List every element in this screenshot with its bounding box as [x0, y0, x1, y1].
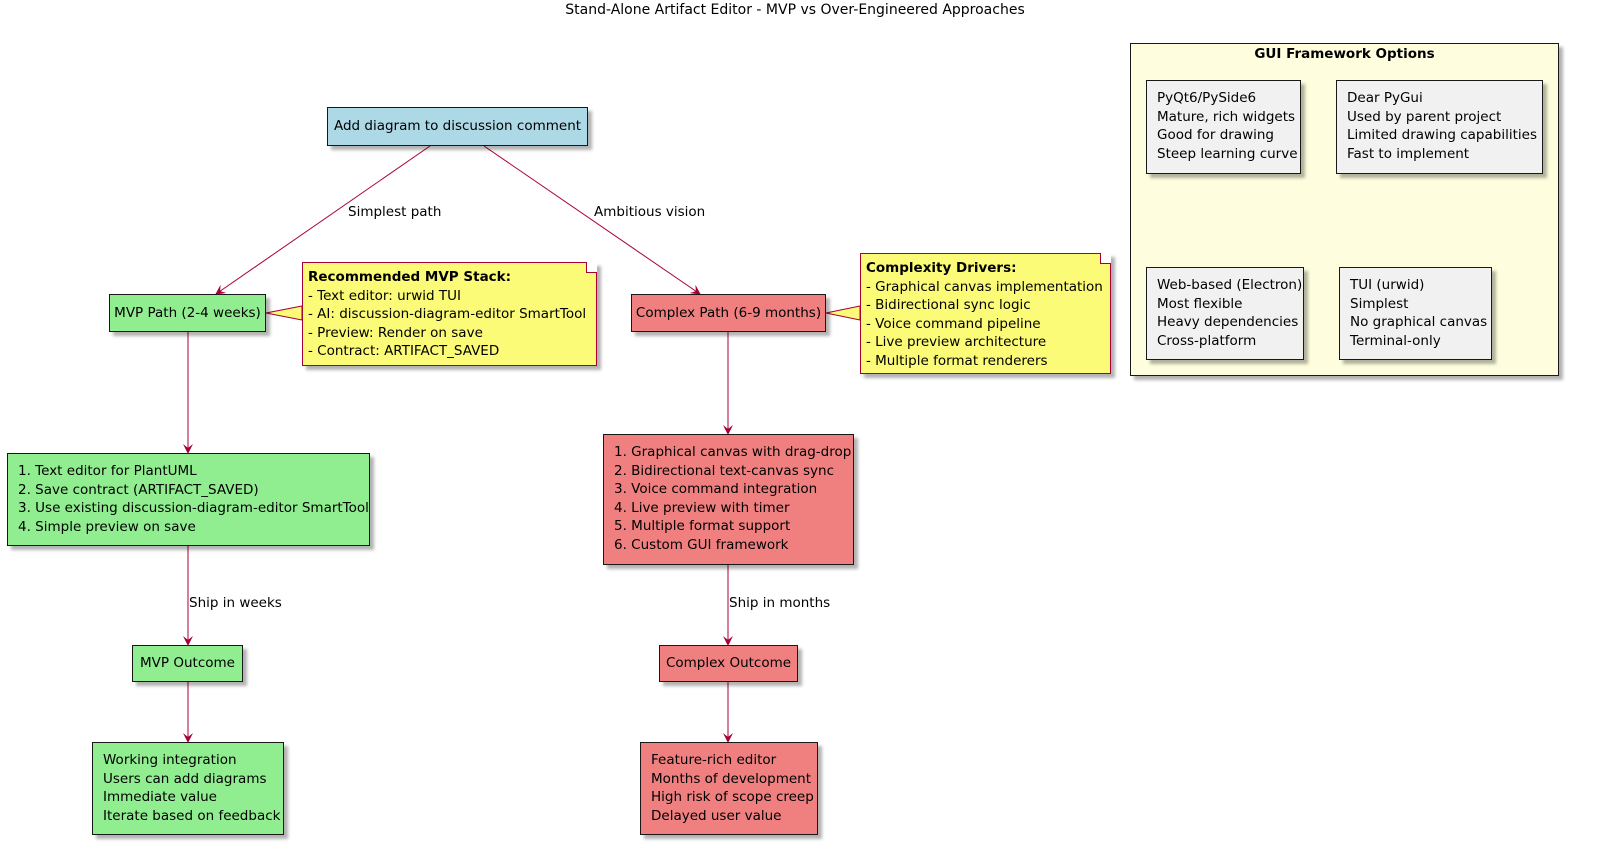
mvp-note-line: - Preview: Render on save: [308, 324, 483, 341]
option-line: Most flexible: [1157, 295, 1243, 312]
complex-step: 1. Graphical canvas with drag-drop: [614, 444, 852, 460]
edge-root-mvp: [215, 145, 431, 295]
mvp-note-heading: Recommended MVP Stack:: [308, 269, 512, 285]
option-line: Dear PyGui: [1347, 90, 1423, 106]
complex-note: Complexity Drivers: - Graphical canvas i…: [860, 253, 1111, 374]
complex-step: 2. Bidirectional text-canvas sync: [614, 462, 835, 479]
edge-label-simplest: Simplest path: [348, 204, 442, 220]
mvp-note-line: - Contract: ARTIFACT_SAVED: [308, 343, 500, 360]
option-line: Good for drawing: [1157, 127, 1275, 144]
note-fold: [586, 262, 597, 273]
edge-root-complex: [483, 145, 701, 295]
option-line: Simplest: [1350, 295, 1409, 312]
mvp-result: Working integration: [103, 752, 237, 768]
note-fold: [1100, 253, 1111, 264]
complex-outcome-node: Complex Outcome: [659, 645, 798, 682]
complex-note-line: - Multiple format renderers: [866, 352, 1048, 369]
mvp-step: 2. Save contract (ARTIFACT_SAVED): [18, 481, 259, 498]
option-electron: Web-based (Electron) Most flexible Heavy…: [1146, 267, 1304, 360]
note-connector-complex: [825, 305, 861, 321]
option-line: Limited drawing capabilities: [1347, 127, 1537, 144]
option-line: Web-based (Electron): [1157, 277, 1303, 293]
mvp-step: 1. Text editor for PlantUML: [18, 463, 197, 479]
option-dearpygui: Dear PyGui Used by parent project Limite…: [1336, 80, 1543, 174]
complex-note-heading: Complexity Drivers:: [866, 260, 1017, 276]
complex-result: Feature-rich editor: [651, 752, 777, 768]
mvp-note-line: - AI: discussion-diagram-editor SmartToo…: [308, 306, 587, 323]
option-line: PyQt6/PySide6: [1157, 90, 1257, 106]
option-line: TUI (urwid): [1350, 277, 1425, 293]
complex-note-line: - Graphical canvas implementation: [866, 278, 1103, 295]
mvp-result: Iterate based on feedback: [103, 807, 281, 824]
complex-step: 5. Multiple format support: [614, 518, 791, 535]
option-line: Heavy dependencies: [1157, 314, 1299, 331]
mvp-step: 4. Simple preview on save: [18, 518, 196, 535]
mvp-results-node: Working integration Users can add diagra…: [92, 742, 284, 835]
mvp-note-line: - Text editor: urwid TUI: [308, 287, 461, 304]
complex-path-node: Complex Path (6-9 months): [631, 294, 826, 332]
complex-steps-node: 1. Graphical canvas with drag-drop 2. Bi…: [603, 434, 854, 565]
option-line: Mature, rich widgets: [1157, 108, 1296, 125]
complex-step: 4. Live preview with timer: [614, 499, 790, 516]
option-tui: TUI (urwid) Simplest No graphical canvas…: [1339, 267, 1492, 360]
option-line: Fast to implement: [1347, 145, 1470, 162]
option-line: Cross-platform: [1157, 332, 1257, 349]
option-line: No graphical canvas: [1350, 314, 1488, 331]
package-title: GUI Framework Options: [1254, 46, 1435, 62]
complex-step: 3. Voice command integration: [614, 481, 818, 498]
mvp-note: Recommended MVP Stack: - Text editor: ur…: [302, 262, 597, 366]
root-node: Add diagram to discussion comment: [327, 107, 588, 146]
mvp-result: Immediate value: [103, 789, 217, 806]
option-line: Steep learning curve: [1157, 145, 1298, 162]
edge-label-ship-weeks: Ship in weeks: [189, 595, 282, 611]
complex-result: Months of development: [651, 770, 811, 787]
edge-label-ambitious: Ambitious vision: [594, 204, 706, 220]
mvp-result: Users can add diagrams: [103, 770, 267, 787]
complex-note-line: - Voice command pipeline: [866, 315, 1041, 332]
option-line: Used by parent project: [1347, 108, 1502, 125]
note-connector-mvp: [265, 305, 303, 321]
complex-result: High risk of scope creep: [651, 789, 814, 806]
option-line: Terminal-only: [1350, 332, 1441, 349]
edge-label-ship-months: Ship in months: [729, 595, 831, 611]
complex-results-node: Feature-rich editor Months of developmen…: [640, 742, 818, 835]
diagram-title: Stand-Alone Artifact Editor - MVP vs Ove…: [565, 2, 1025, 18]
complex-note-line: - Bidirectional sync logic: [866, 297, 1031, 314]
option-pyqt: PyQt6/PySide6 Mature, rich widgets Good …: [1146, 80, 1301, 174]
complex-result: Delayed user value: [651, 807, 782, 824]
mvp-outcome-node: MVP Outcome: [132, 645, 243, 682]
mvp-steps-node: 1. Text editor for PlantUML 2. Save cont…: [7, 453, 370, 546]
complex-step: 6. Custom GUI framework: [614, 536, 789, 553]
mvp-step: 3. Use existing discussion-diagram-edito…: [18, 500, 369, 517]
complex-note-line: - Live preview architecture: [866, 334, 1047, 351]
mvp-path-node: MVP Path (2-4 weeks): [109, 294, 266, 332]
